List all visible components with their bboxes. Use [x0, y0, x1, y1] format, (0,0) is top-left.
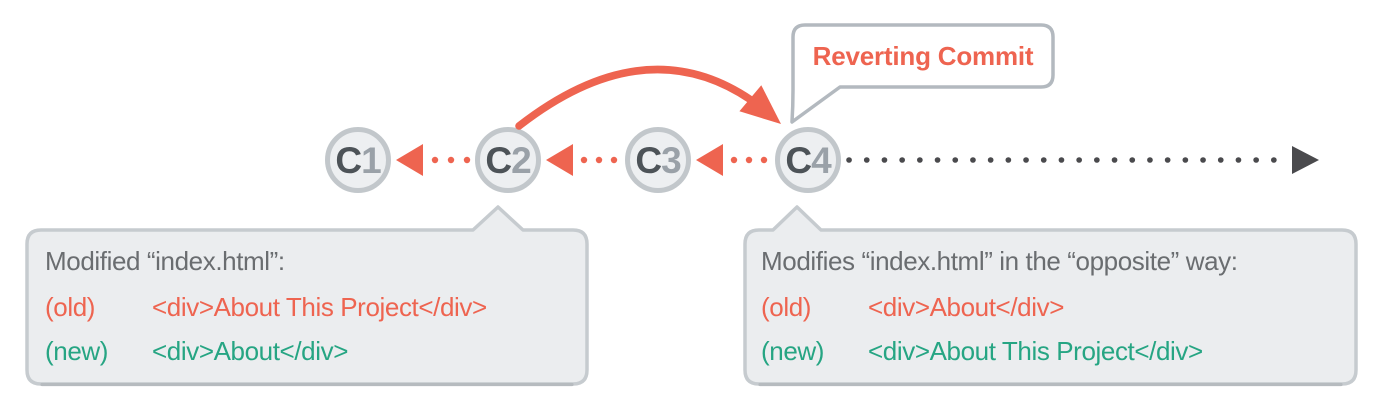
dot: [730, 156, 738, 164]
callout-box: [25, 205, 589, 386]
commit-label: C1: [335, 140, 381, 181]
callout-box: [743, 205, 1358, 386]
c2-change-callout: Modified “index.html”: (old)<div>About T…: [25, 205, 589, 387]
c4-change-callout: Modifies “index.html” in the “opposite” …: [743, 205, 1358, 387]
revert-arrow: [515, 65, 781, 130]
parent-pointer-c3-to-c2: [546, 144, 618, 176]
callout-old-line: (old)<div>About</div>: [761, 292, 1064, 322]
commit-label: C4: [785, 140, 832, 181]
timeline-future-line: [846, 146, 1319, 174]
dot: [580, 156, 588, 164]
dot: [431, 156, 439, 164]
parent-pointer-c2-to-c1: [396, 144, 471, 176]
commit-circle: [475, 127, 541, 193]
reverting-commit-bubble: Reverting Commit: [790, 23, 1055, 124]
dot: [760, 156, 768, 164]
callout-new-line: (new)<div>About This Project</div>: [761, 336, 1203, 366]
left-arrowhead-icon: [696, 144, 723, 176]
callout-new-line: (new)<div>About</div>: [45, 336, 348, 366]
callout-old-line: (old)<div>About This Project</div>: [45, 292, 487, 322]
left-arrowhead-icon: [396, 144, 423, 176]
commit-label: C3: [635, 140, 681, 181]
commit-circle: [625, 127, 691, 193]
dot: [610, 156, 618, 164]
dot: [595, 156, 603, 164]
commit-node-c4: C4: [775, 127, 841, 193]
dot: [447, 156, 455, 164]
right-arrowhead-icon: [1292, 146, 1319, 174]
commit-node-c1: C1: [325, 127, 391, 193]
revert-arrow-arc: [515, 65, 755, 130]
left-arrowhead-icon: [546, 144, 573, 176]
commit-label: C2: [485, 140, 531, 181]
parent-pointer-c4-to-c3: [696, 144, 768, 176]
revert-arrowhead-icon: [739, 85, 781, 124]
dot: [463, 156, 471, 164]
callout-description: Modified “index.html”:: [45, 246, 285, 276]
bubble-label: Reverting Commit: [813, 41, 1034, 71]
commit-circle: [775, 127, 841, 193]
commit-node-c3: C3: [625, 127, 691, 193]
dot: [745, 156, 753, 164]
commit-circle: [325, 127, 391, 193]
bubble-outline: [790, 23, 1055, 124]
callout-description: Modifies “index.html” in the “opposite” …: [761, 246, 1238, 276]
commit-node-c2: C2: [475, 127, 541, 193]
